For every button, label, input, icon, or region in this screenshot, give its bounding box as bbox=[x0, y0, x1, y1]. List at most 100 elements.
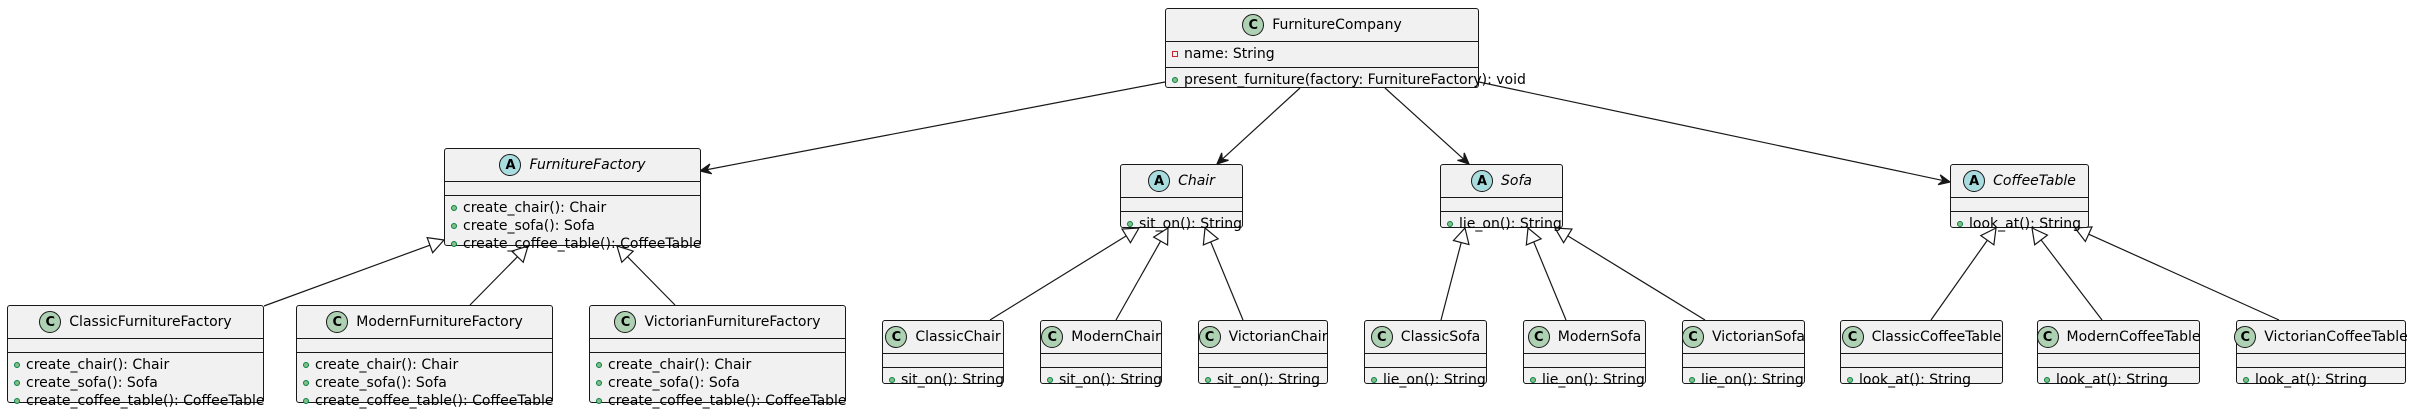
inheritance-edge-classicchair-to-chair bbox=[989, 227, 1141, 321]
attributes-section bbox=[2237, 354, 2405, 368]
inheritance-edge-modernchair-to-chair bbox=[1115, 226, 1169, 321]
method: lie_on(): String bbox=[1371, 371, 1486, 389]
method-text: look_at(): String bbox=[1969, 216, 2082, 232]
method: create_sofa(): Sofa bbox=[14, 374, 257, 392]
method-text: create_sofa(): Sofa bbox=[315, 375, 447, 391]
hollow-triangle-arrowhead-icon bbox=[1979, 226, 1997, 246]
attributes-section bbox=[1524, 354, 1645, 368]
abstract-stereotype-icon: A bbox=[1963, 170, 1986, 192]
hollow-triangle-arrowhead-icon bbox=[1152, 226, 1169, 247]
class-box-victorian-sofa[interactable]: C VictorianSofa lie_on(): String bbox=[1682, 320, 1805, 388]
public-visibility-icon bbox=[1957, 221, 1963, 227]
method-text: create_coffee_table(): CoffeeTable bbox=[608, 393, 847, 409]
public-visibility-icon bbox=[303, 362, 309, 368]
public-visibility-icon bbox=[1689, 377, 1695, 383]
class-name: VictorianSofa bbox=[1712, 329, 1805, 345]
public-visibility-icon bbox=[2243, 377, 2249, 383]
attributes-section bbox=[8, 339, 263, 353]
method-text: lie_on(): String bbox=[1383, 372, 1486, 388]
method: create_coffee_table(): CoffeeTable bbox=[303, 392, 554, 410]
methods-section: sit_on(): String bbox=[1121, 212, 1242, 237]
method: create_sofa(): Sofa bbox=[596, 374, 839, 392]
public-visibility-icon bbox=[596, 362, 602, 368]
class-name: ClassicChair bbox=[915, 329, 1001, 345]
class-name: VictorianCoffeeTable bbox=[2264, 329, 2408, 345]
method-text: create_coffee_table(): CoffeeTable bbox=[26, 393, 265, 409]
hollow-triangle-arrowhead-icon bbox=[510, 245, 529, 264]
method-text: create_chair(): Chair bbox=[26, 357, 170, 373]
class-stereotype-icon: C bbox=[326, 311, 349, 333]
class-header: C VictorianSofa bbox=[1682, 321, 1805, 354]
class-stereotype-icon: C bbox=[1682, 326, 1705, 348]
class-stereotype-icon: C bbox=[1370, 326, 1393, 348]
public-visibility-icon bbox=[1847, 377, 1853, 383]
method-text: sit_on(): String bbox=[1059, 372, 1162, 388]
method: lie_on(): String bbox=[1689, 371, 1804, 389]
public-visibility-icon bbox=[14, 380, 20, 386]
method-text: look_at(): String bbox=[2056, 372, 2169, 388]
hollow-triangle-arrowhead-icon bbox=[1525, 226, 1543, 246]
public-visibility-icon bbox=[1371, 377, 1377, 383]
method-text: create_sofa(): Sofa bbox=[463, 218, 595, 234]
method: create_sofa(): Sofa bbox=[303, 374, 546, 392]
class-name: CoffeeTable bbox=[1993, 173, 2076, 189]
attributes-section bbox=[1121, 198, 1242, 212]
class-name: VictorianChair bbox=[1228, 329, 1328, 345]
method: sit_on(): String bbox=[1127, 215, 1242, 233]
association-edge-furniturecompany-to-sofa bbox=[1384, 87, 1471, 165]
attributes-section bbox=[1041, 354, 1161, 368]
attributes-section bbox=[883, 354, 1003, 368]
public-visibility-icon bbox=[303, 398, 309, 404]
inheritance-edge-victorianchair-to-chair bbox=[1202, 226, 1244, 321]
hollow-triangle-arrowhead-icon bbox=[616, 245, 635, 264]
method: create_coffee_table(): CoffeeTable bbox=[14, 392, 265, 410]
inheritance-edge-classicfurniturefactory-to-furniturefactory bbox=[263, 236, 446, 307]
attributes-section bbox=[2038, 354, 2199, 368]
attributes-section bbox=[297, 339, 552, 353]
method: sit_on(): String bbox=[889, 371, 1004, 389]
public-visibility-icon bbox=[1530, 377, 1536, 383]
method-text: lie_on(): String bbox=[1542, 372, 1645, 388]
abstract-stereotype-icon: A bbox=[1471, 170, 1494, 192]
class-name: ModernChair bbox=[1071, 329, 1161, 345]
class-stereotype-icon: C bbox=[1242, 14, 1265, 36]
method: create_sofa(): Sofa bbox=[451, 217, 694, 235]
class-box-coffee-table[interactable]: A CoffeeTable look_at(): String bbox=[1950, 164, 2089, 232]
method-text: look_at(): String bbox=[2255, 372, 2368, 388]
arrowhead-icon bbox=[1937, 174, 1952, 186]
class-name: ModernFurnitureFactory bbox=[356, 314, 523, 330]
method: create_coffee_table(): CoffeeTable bbox=[596, 392, 847, 410]
method-text: create_sofa(): Sofa bbox=[26, 375, 158, 391]
class-name: FurnitureCompany bbox=[1272, 17, 1402, 33]
inheritance-edge-classiccoffeetable-to-coffeetable bbox=[1930, 226, 1997, 321]
class-name: VictorianFurnitureFactory bbox=[644, 314, 821, 330]
class-name: ClassicCoffeeTable bbox=[1871, 329, 2002, 345]
private-visibility-icon bbox=[1172, 51, 1178, 57]
methods-section: present_furniture(factory: FurnitureFact… bbox=[1166, 68, 1526, 93]
class-name: ModernCoffeeTable bbox=[2066, 329, 2201, 345]
method-text: create_chair(): Chair bbox=[463, 200, 607, 216]
attributes-section bbox=[1199, 354, 1327, 368]
